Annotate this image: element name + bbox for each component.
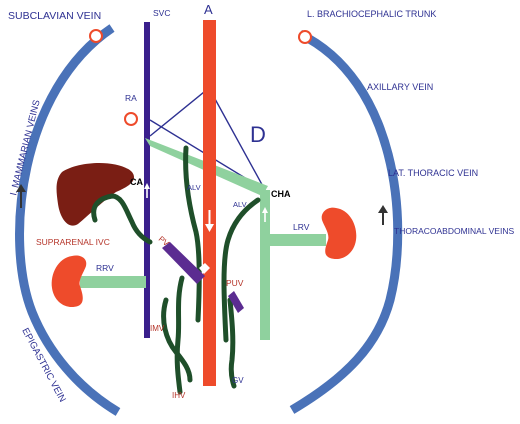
suprarenal-ivc-vein	[91, 193, 153, 245]
cha-up-arrow-icon	[262, 207, 268, 222]
label-alv-left: ALV	[187, 183, 201, 192]
right-arc-up-arrow-icon	[378, 205, 388, 225]
label-ca: CA	[130, 177, 143, 187]
label-cha: CHA	[271, 189, 291, 199]
alv-right-vein	[221, 197, 261, 343]
puv-vessel	[228, 291, 244, 313]
ra-circle	[124, 112, 138, 126]
aorta-down-arrow-icon	[205, 210, 214, 232]
right-arc-end-circle	[298, 30, 312, 44]
left-arc-up-arrow-icon	[16, 184, 26, 208]
left-body-wall-arc	[15, 24, 121, 416]
left-arc-end-circle	[89, 29, 103, 43]
portal-vein-white-segment	[199, 263, 210, 274]
rrv-horizontal-light-green	[80, 276, 146, 288]
cha-vertical-light-green	[260, 190, 270, 340]
label-suprarenal-ivc: SUPRARENAL IVC	[36, 237, 110, 247]
left-kidney-shape	[321, 207, 357, 260]
label-thoracoabdominal-veins: THORACOABDOMINAL VEINS	[394, 226, 514, 236]
lrv-horizontal-light-green	[268, 234, 326, 246]
label-lrv: LRV	[293, 222, 310, 232]
label-lat-thoracic-vein: LAT. THORACIC VEIN	[388, 168, 478, 178]
label-ihv: IHV	[172, 391, 186, 400]
right-body-wall-arc	[289, 29, 403, 414]
label-gv: GV	[232, 376, 244, 385]
right-kidney-shape	[51, 255, 87, 308]
label-axillary-vein: AXILLARY VEIN	[367, 82, 433, 92]
dark-green-veins	[91, 145, 261, 395]
label-imv: IMV	[150, 324, 165, 333]
ca-up-arrow-icon	[144, 183, 150, 198]
liver-shape	[56, 163, 135, 226]
label-l-brachiocephalic-trunk: L. BRACHIOCEPHALIC TRUNK	[307, 9, 436, 19]
label-subclavian-vein: SUBCLAVIAN VEIN	[8, 10, 101, 22]
panel-letter: D	[250, 122, 266, 147]
gv-vein	[227, 297, 237, 389]
svc-vessel	[144, 22, 150, 338]
label-ra: RA	[125, 93, 137, 103]
alv-left-vein	[183, 145, 202, 323]
label-svc: SVC	[153, 8, 170, 18]
label-alv-right: ALV	[233, 200, 247, 209]
portal-vein	[162, 242, 205, 284]
aorta-vessel	[203, 20, 216, 386]
label-puv: PUV	[226, 278, 244, 288]
ihv-vein	[174, 275, 185, 395]
label-aorta: A	[204, 2, 213, 17]
label-rrv: RRV	[96, 263, 114, 273]
